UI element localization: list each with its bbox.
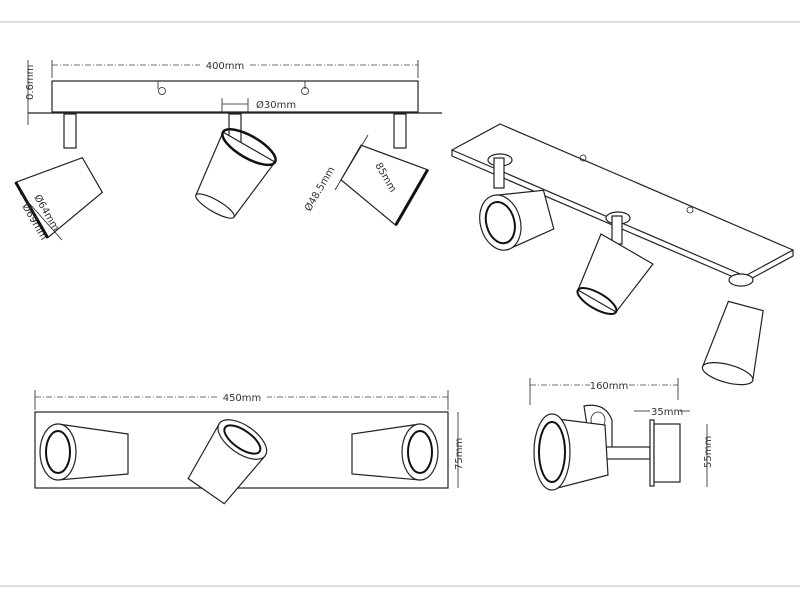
spotlight-right	[340, 144, 429, 227]
depth-label: 160mm	[590, 381, 629, 392]
stem-diameter-label: Ø30mm	[256, 99, 296, 111]
rear-diameter-label: Ø48.5mm	[302, 165, 337, 214]
side-view: 160mm 35mm 55mm	[529, 378, 714, 491]
height-label: 75mm	[454, 438, 465, 470]
plan-plate	[34, 411, 449, 489]
screw-icon	[579, 154, 587, 162]
base-depth-label: 35mm	[651, 407, 683, 418]
length-label: 450mm	[223, 393, 262, 404]
spotlight-left	[14, 156, 104, 239]
width-label: 400mm	[206, 61, 245, 72]
screw-icon	[301, 87, 309, 95]
screw-icon	[158, 87, 166, 95]
thickness-label: 0.6mm	[25, 65, 36, 100]
isometric-view	[450, 123, 795, 386]
spotlight-middle	[195, 128, 277, 219]
plan-view: 450mm 75mm	[34, 390, 465, 505]
screw-icon	[686, 206, 694, 214]
ceiling-plate	[51, 80, 419, 113]
base-height-label: 55mm	[703, 436, 714, 468]
front-elevation: 400mm 0.6mm Ø30mm Ø64mm Ø69mm	[14, 59, 442, 242]
